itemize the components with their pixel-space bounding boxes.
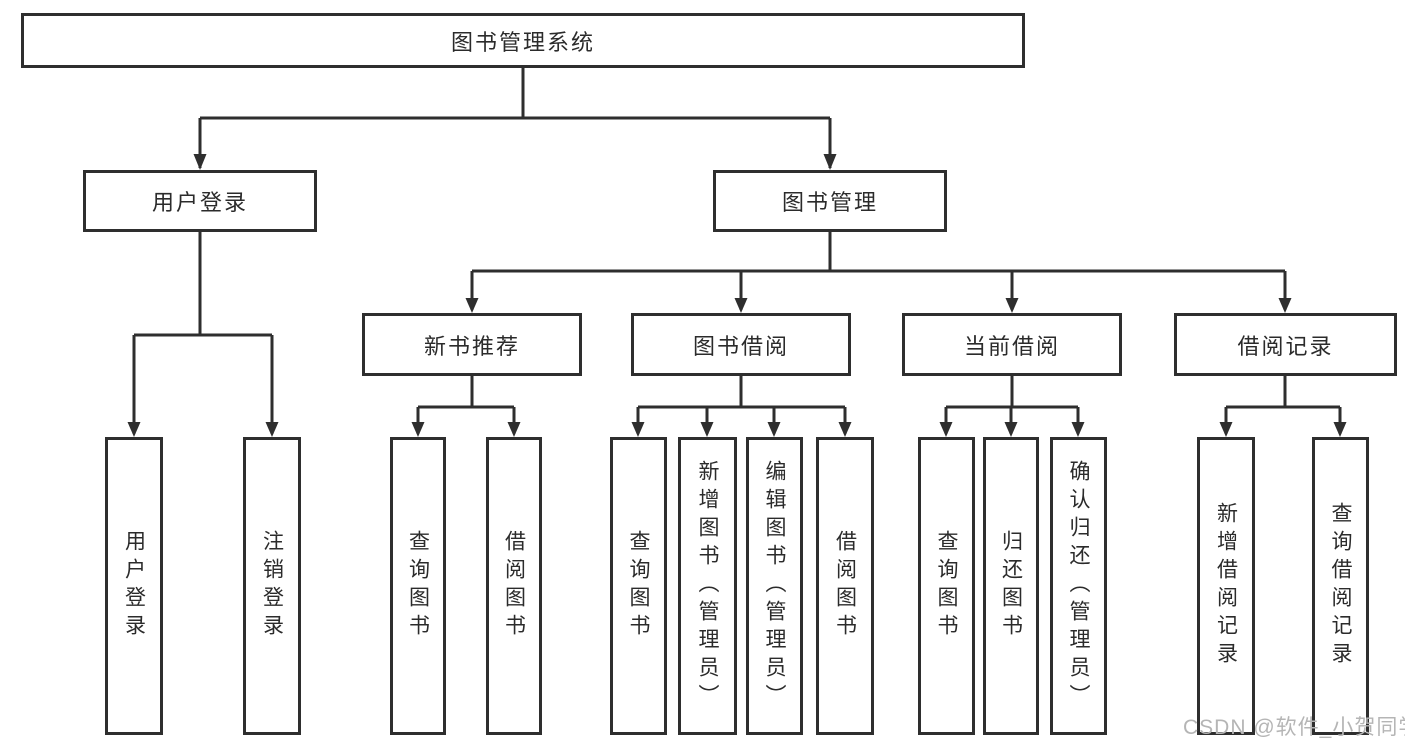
leaf-logout: 注销登录 <box>243 437 301 735</box>
leaf-add-book-admin-label: 新增图书（管理员） <box>696 460 719 712</box>
leaf-borrow-books-1: 借阅图书 <box>486 437 542 735</box>
node-current-borrow-label: 当前借阅 <box>963 333 1060 359</box>
leaf-query-books-1: 查询图书 <box>390 437 446 735</box>
leaf-logout-label: 注销登录 <box>260 530 284 642</box>
leaf-confirm-return-admin-label: 确认归还（管理员） <box>1067 460 1090 712</box>
node-book-management: 图书管理 <box>713 170 947 232</box>
leaf-query-books-3-label: 查询图书 <box>935 530 958 642</box>
connector-borrow-records <box>1224 376 1342 434</box>
leaf-query-books-2-label: 查询图书 <box>627 530 650 642</box>
node-new-book-recommend-label: 新书推荐 <box>423 333 520 359</box>
connector-book-management <box>470 232 1287 310</box>
connector-new-book <box>416 376 516 434</box>
node-root-label: 图书管理系统 <box>450 29 595 55</box>
node-user-login-label: 用户登录 <box>151 190 248 215</box>
connector-current-borrow <box>944 376 1080 434</box>
leaf-add-borrow-record-label: 新增借阅记录 <box>1214 502 1238 670</box>
connector-root <box>198 68 832 168</box>
leaf-user-login: 用户登录 <box>105 437 163 735</box>
leaf-query-books-2: 查询图书 <box>610 437 667 735</box>
leaf-borrow-books-2-label: 借阅图书 <box>833 530 857 642</box>
leaf-user-login-label: 用户登录 <box>122 530 146 642</box>
node-borrow-records-label: 借阅记录 <box>1237 333 1334 359</box>
leaf-add-borrow-record: 新增借阅记录 <box>1197 437 1255 735</box>
leaf-edit-book-admin: 编辑图书（管理员） <box>746 437 803 735</box>
node-borrow-records: 借阅记录 <box>1174 313 1397 376</box>
leaf-query-borrow-record: 查询借阅记录 <box>1312 437 1369 735</box>
leaf-add-book-admin: 新增图书（管理员） <box>678 437 737 735</box>
watermark: CSDN @软件_小贺同学 <box>1183 716 1405 739</box>
node-root: 图书管理系统 <box>21 13 1025 68</box>
leaf-query-books-3: 查询图书 <box>918 437 975 735</box>
connector-user-login <box>132 232 274 434</box>
leaf-borrow-books-1-label: 借阅图书 <box>502 530 526 642</box>
node-book-borrow: 图书借阅 <box>631 313 851 376</box>
leaf-return-books-label: 归还图书 <box>999 530 1023 642</box>
node-new-book-recommend: 新书推荐 <box>362 313 582 376</box>
connector-book-borrow <box>636 376 847 434</box>
leaf-edit-book-admin-label: 编辑图书（管理员） <box>763 460 786 712</box>
leaf-query-books-1-label: 查询图书 <box>406 530 430 642</box>
node-book-management-label: 图书管理 <box>781 190 878 215</box>
leaf-query-borrow-record-label: 查询借阅记录 <box>1329 502 1352 670</box>
node-user-login: 用户登录 <box>83 170 317 232</box>
node-book-borrow-label: 图书借阅 <box>692 333 789 359</box>
leaf-confirm-return-admin: 确认归还（管理员） <box>1050 437 1107 735</box>
leaf-borrow-books-2: 借阅图书 <box>816 437 874 735</box>
leaf-return-books: 归还图书 <box>983 437 1039 735</box>
node-current-borrow: 当前借阅 <box>902 313 1122 376</box>
arrowheads <box>127 154 1347 437</box>
